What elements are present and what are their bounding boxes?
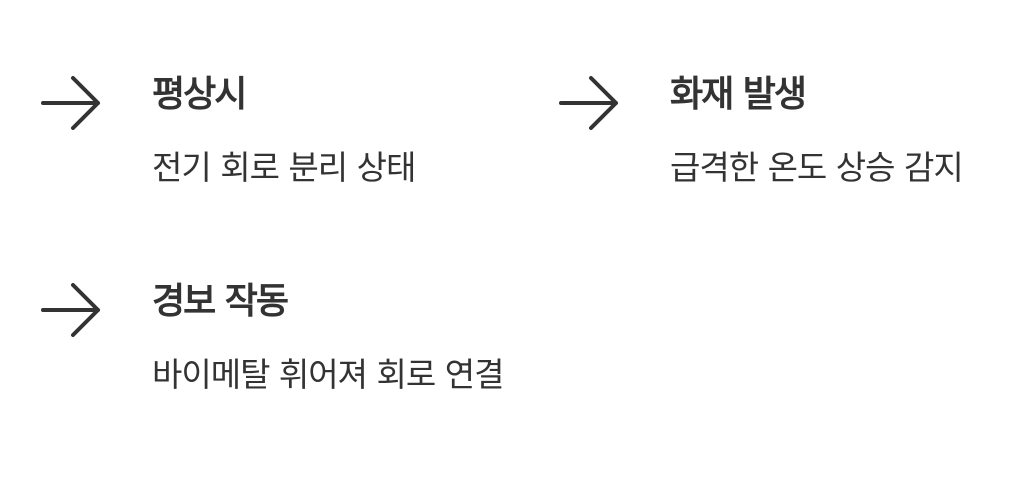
arrow-right-icon (559, 76, 621, 130)
step-title: 화재 발생 (670, 74, 807, 115)
step-normal: 평상시 전기 회로 분리 상태 (41, 74, 521, 216)
step-description: 바이메탈 휘어져 회로 연결 (152, 355, 504, 394)
step-alarm: 경보 작동 바이메탈 휘어져 회로 연결 (41, 281, 521, 423)
step-description: 급격한 온도 상승 감지 (670, 148, 964, 187)
step-description: 전기 회로 분리 상태 (152, 148, 416, 187)
arrow-right-icon (41, 283, 103, 337)
arrow-right-icon (41, 76, 103, 130)
step-title: 경보 작동 (152, 281, 289, 322)
step-fire: 화재 발생 급격한 온도 상승 감지 (559, 74, 1034, 216)
step-title: 평상시 (152, 74, 247, 115)
